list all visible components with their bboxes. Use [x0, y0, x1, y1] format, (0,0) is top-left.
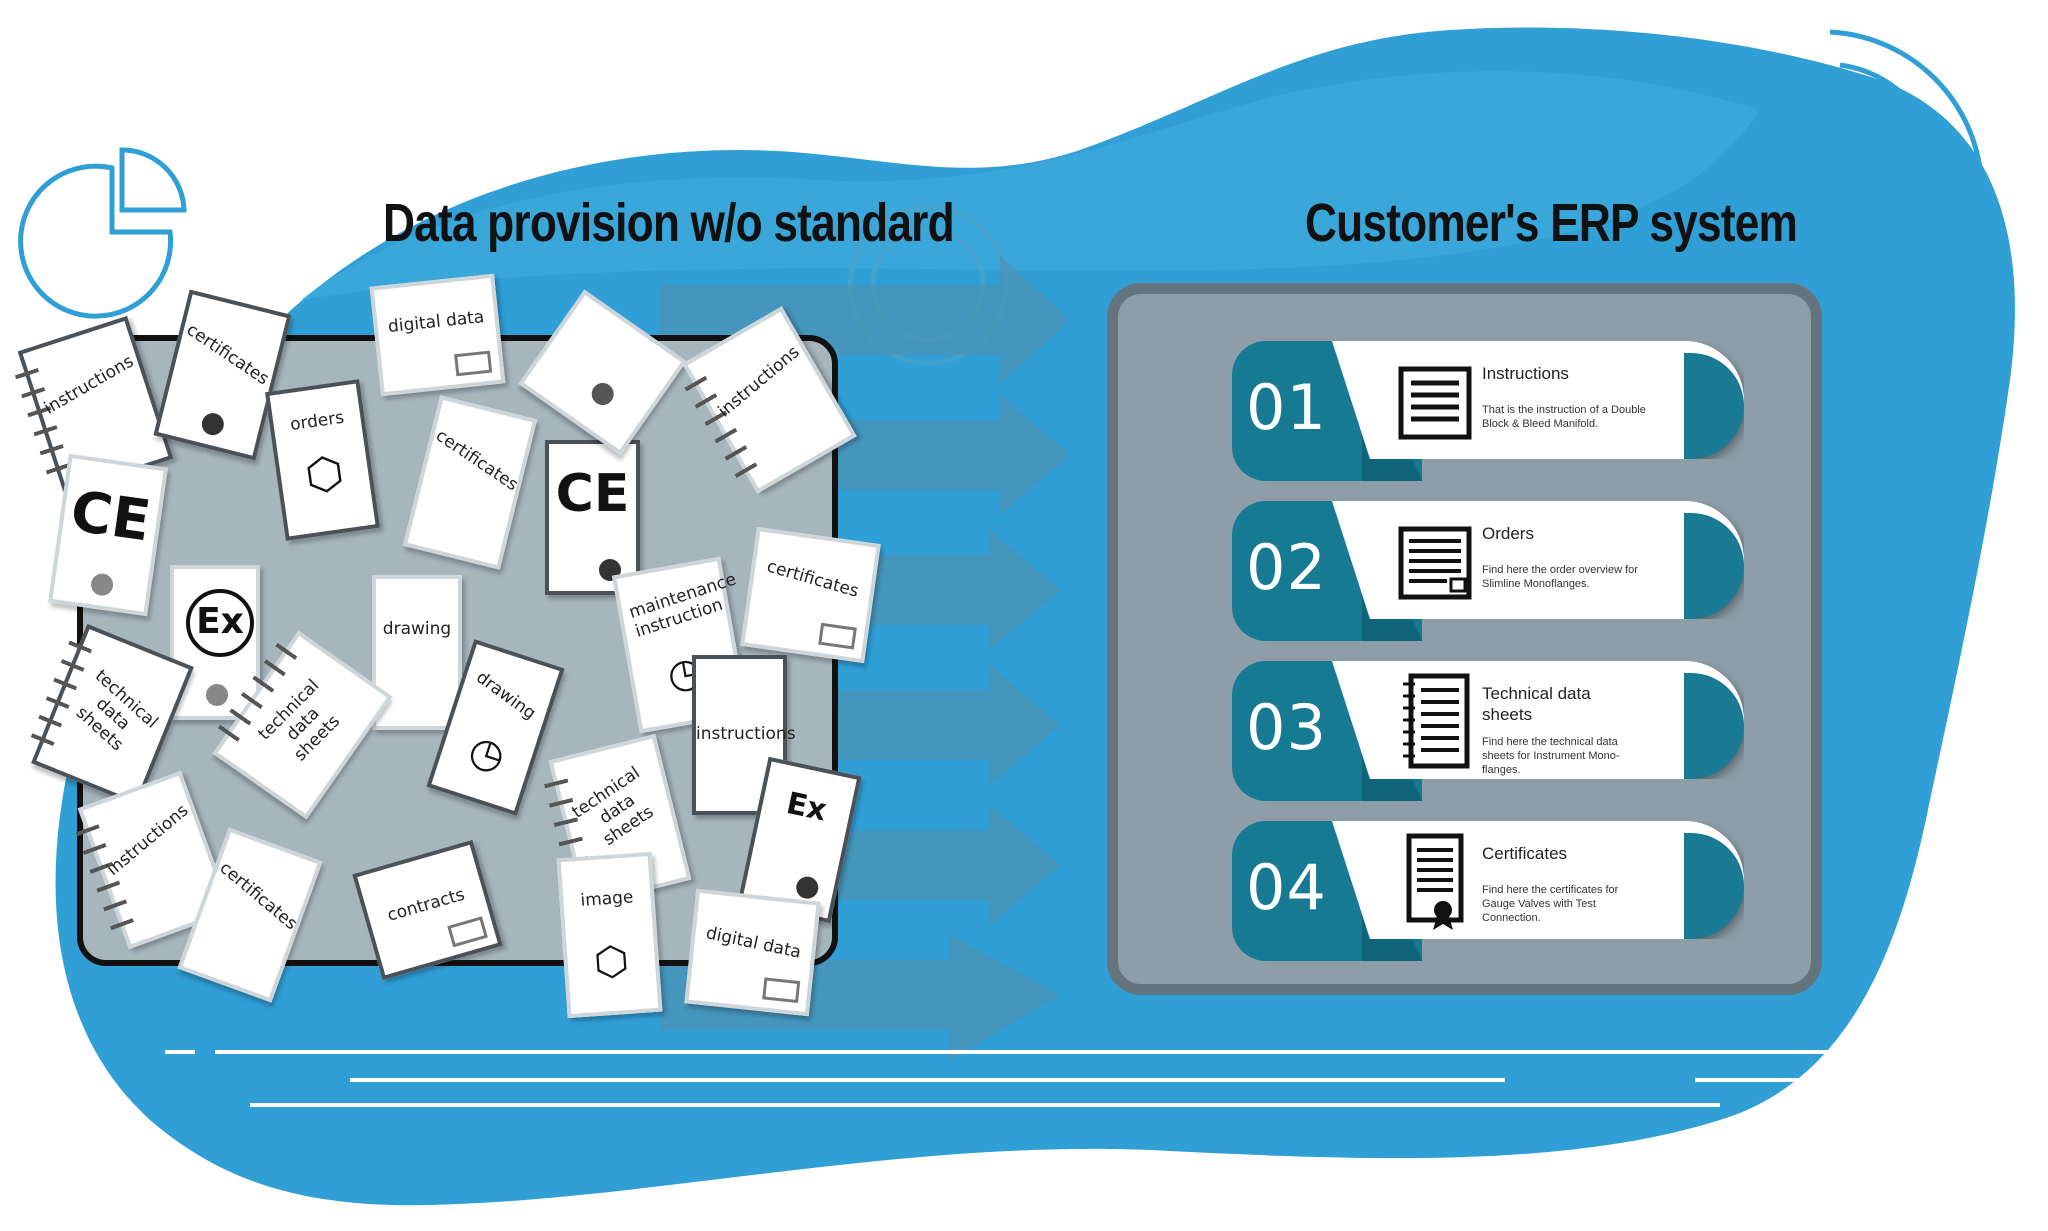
erp-card	[1332, 501, 1744, 619]
doc-label: maintenance instruction	[626, 569, 739, 642]
erp-item-technical-data-sheets[interactable]: 03 Technical data sheets Find here the t…	[1232, 653, 1747, 801]
left-title: Data provision w/o standard	[383, 193, 955, 253]
erp-item-certificates[interactable]: 04 Certificates Find here the certificat…	[1232, 813, 1747, 961]
order-list-icon	[1398, 526, 1472, 600]
usb-tag-icon	[762, 977, 801, 1004]
ce-mark: CE	[66, 478, 155, 555]
erp-item-description: That is the instruction of a Double Bloc…	[1482, 404, 1646, 430]
usb-tag-icon	[454, 350, 493, 377]
doc-certificates: certificates	[740, 526, 881, 664]
right-title: Customer's ERP system	[1305, 193, 1798, 253]
erp-item-description: Find here the certificates for Gauge Val…	[1482, 884, 1619, 924]
erp-item-description: Find here the order overview for Slimlin…	[1482, 564, 1638, 590]
doc-drawing: drawing	[372, 575, 462, 730]
doc-label: image	[579, 887, 635, 911]
seal-icon	[206, 684, 228, 706]
erp-item-orders[interactable]: 02 Orders Find here the order overview f…	[1232, 493, 1747, 641]
doc-digital-data: digital data	[684, 888, 821, 1017]
doc-label: certificates	[431, 425, 522, 496]
doc-label: instructions	[40, 351, 138, 419]
erp-number: 01	[1246, 371, 1327, 444]
doc-label: certificates	[764, 556, 861, 602]
certificate-icon	[1406, 833, 1464, 930]
hex-nut-icon: ⬡	[301, 446, 348, 503]
ex-mark: Ex	[783, 785, 830, 829]
seal-icon	[89, 572, 115, 598]
pie-chart-icon	[18, 147, 187, 319]
erp-card	[1332, 821, 1744, 939]
doc-label: instructions	[714, 342, 804, 422]
usb-tag-icon	[818, 622, 857, 650]
ex-mark: Ex	[186, 589, 254, 657]
doc-label: digital data	[387, 307, 486, 338]
doc-label: instructions	[103, 800, 193, 880]
blob-highlight	[300, 71, 1760, 300]
erp-card	[1332, 341, 1744, 459]
erp-item-instructions[interactable]: 01 Instructions That is the instruction …	[1232, 333, 1747, 481]
spiral-notebook-icon	[1403, 673, 1470, 769]
doc-image: image ⬡	[556, 851, 663, 1019]
speed-lines	[165, 1050, 1850, 1107]
doc-label: drawing	[382, 619, 452, 639]
erp-item-label: Certificates	[1482, 844, 1568, 863]
erp-card	[1332, 661, 1744, 779]
erp-item-label: Instructions	[1482, 364, 1569, 383]
doc-label: instructions	[696, 724, 796, 744]
doc-label: digital data	[704, 923, 803, 963]
erp-number: 03	[1246, 691, 1327, 764]
doc-label: certificates	[215, 858, 301, 935]
erp-item-label: Orders	[1482, 524, 1534, 543]
erp-item-label: Technical data sheets	[1482, 684, 1591, 724]
doc-ce-mark: CE	[48, 453, 168, 617]
doc-digital-data: digital data	[369, 273, 506, 397]
doc-label: certificates	[182, 319, 273, 390]
seal-icon	[794, 874, 821, 901]
doc-label: drawing	[472, 667, 540, 724]
signal-arcs-icon	[1819, 29, 1983, 179]
seal-icon	[587, 378, 619, 410]
doc-ce-mark: CE	[545, 440, 640, 595]
hex-nut-icon: ⬡	[592, 937, 631, 987]
clock-icon: ◷	[463, 726, 511, 781]
ce-mark: CE	[555, 464, 630, 524]
erp-number: 04	[1246, 851, 1327, 924]
erp-item-description: Find here the technical data sheets for …	[1482, 736, 1620, 776]
erp-number: 02	[1246, 531, 1327, 604]
seal-icon	[199, 410, 227, 438]
document-lines-icon	[1398, 366, 1472, 440]
doc-label: orders	[288, 407, 346, 436]
usb-tag-icon	[447, 916, 488, 948]
